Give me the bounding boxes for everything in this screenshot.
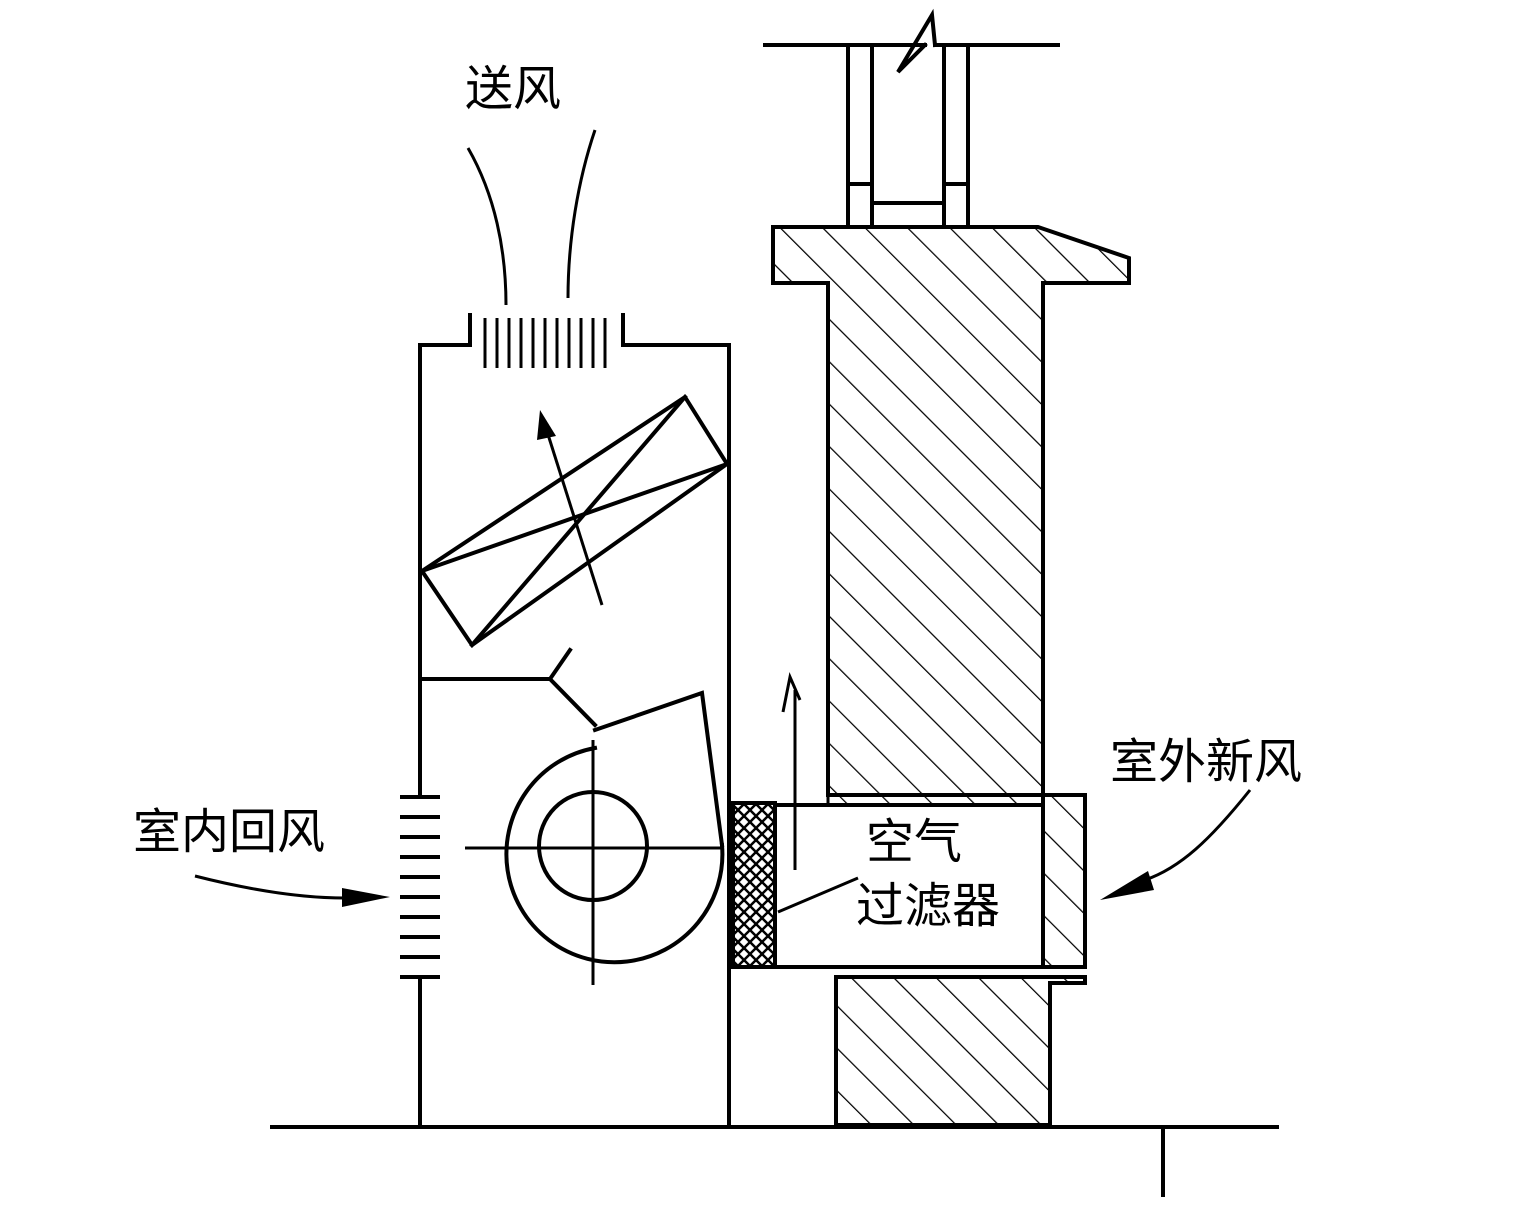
label-air-filter-line2: 过滤器 [856,878,1000,934]
supply-air-grille [483,318,607,368]
fan-partition [418,647,598,728]
return-air-arrow-icon [194,874,390,907]
air-filter-element [731,801,777,969]
airflow-up-arrow-icon [537,410,604,606]
fan-impeller [465,740,722,985]
outdoor-louver [1041,793,1087,969]
outdoor-air-arrow-icon [1100,789,1252,900]
fan-housing [504,690,725,965]
fresh-air-up-arrow-icon [781,672,802,870]
label-outdoor-fresh-air: 室外新风 [1110,734,1302,790]
label-air-filter-line1: 空气 [866,814,962,870]
lower-wall-section [834,975,1087,1127]
supply-air-flow-left [466,147,508,306]
window-frame [763,8,1060,227]
label-indoor-return-air: 室内回风 [133,804,325,860]
label-supply-air: 送风 [465,61,561,117]
supply-air-flow-right [566,129,597,299]
indoor-unit-cabinet [418,313,731,1127]
filter-leader-line [777,876,859,914]
upper-wall-section [771,225,1131,797]
return-air-grille [400,795,440,979]
